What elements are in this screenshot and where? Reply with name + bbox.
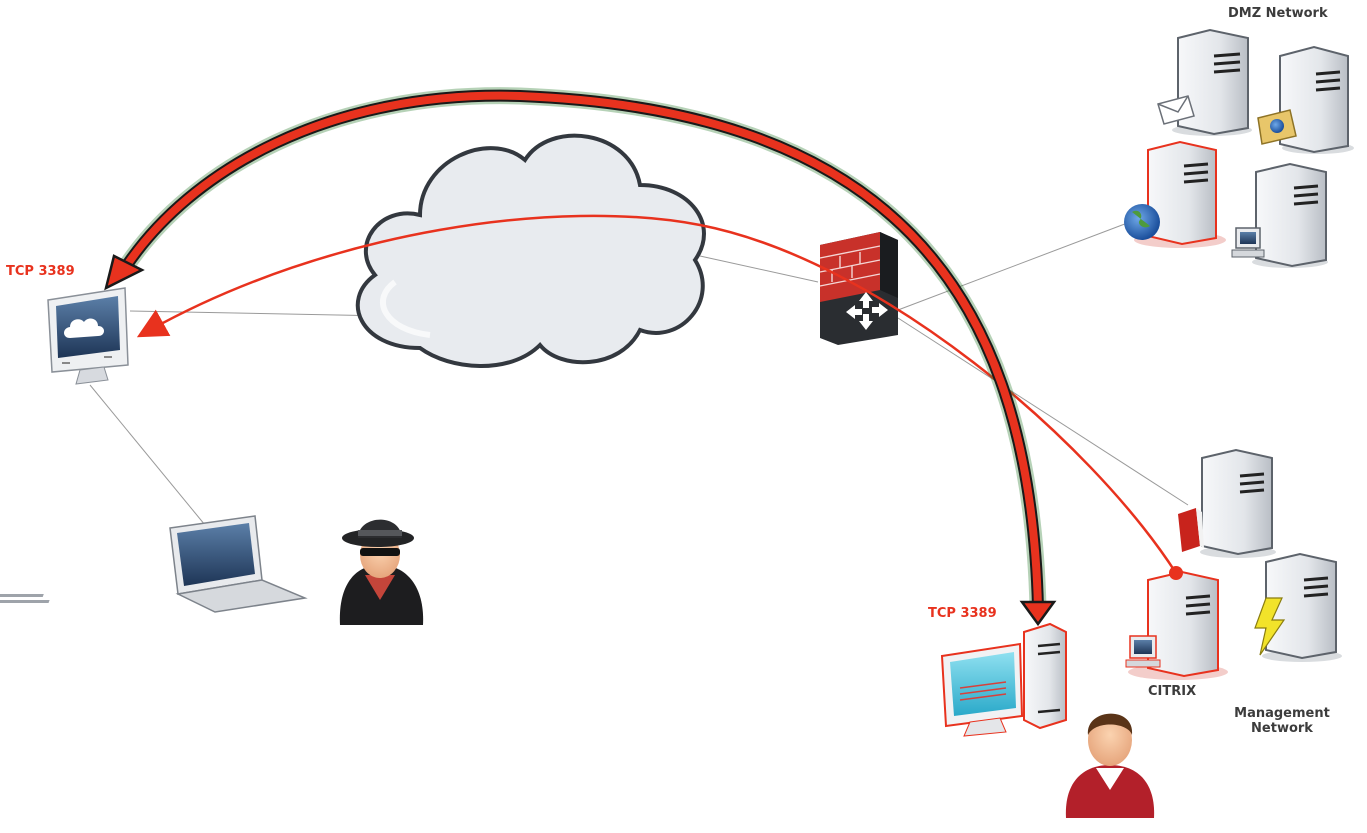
spy-icon	[339, 519, 424, 625]
monitor-cloud-icon	[47, 287, 129, 385]
attack-arrow	[104, 87, 1057, 627]
file-server-icon	[1257, 45, 1354, 154]
firewall-router-icon	[819, 232, 898, 345]
dmz-network-label: DMZ Network	[1228, 6, 1328, 21]
workstation-server-icon	[1231, 162, 1328, 268]
citrix-label: CITRIX	[1148, 684, 1197, 699]
book-server-icon	[1178, 448, 1276, 558]
tcp-3389-left-label: TCP 3389	[6, 264, 75, 279]
user-icon	[1065, 713, 1155, 818]
citrix-server-icon	[1125, 570, 1228, 680]
web-server-icon	[1124, 140, 1226, 248]
desktop-pc-icon	[940, 622, 1067, 737]
mail-server-icon	[1157, 28, 1252, 136]
management-network-line2: Network	[1251, 721, 1313, 736]
management-network-line1: Management	[1234, 706, 1330, 721]
power-server-icon	[1254, 552, 1342, 662]
rdp-session-arrow	[136, 214, 1183, 580]
connection-lines	[89, 221, 1189, 526]
laptop-icon	[0, 515, 308, 613]
management-network-label: Management Network	[1232, 706, 1332, 736]
cloud-icon	[355, 133, 706, 368]
tcp-3389-right-label: TCP 3389	[928, 606, 997, 621]
